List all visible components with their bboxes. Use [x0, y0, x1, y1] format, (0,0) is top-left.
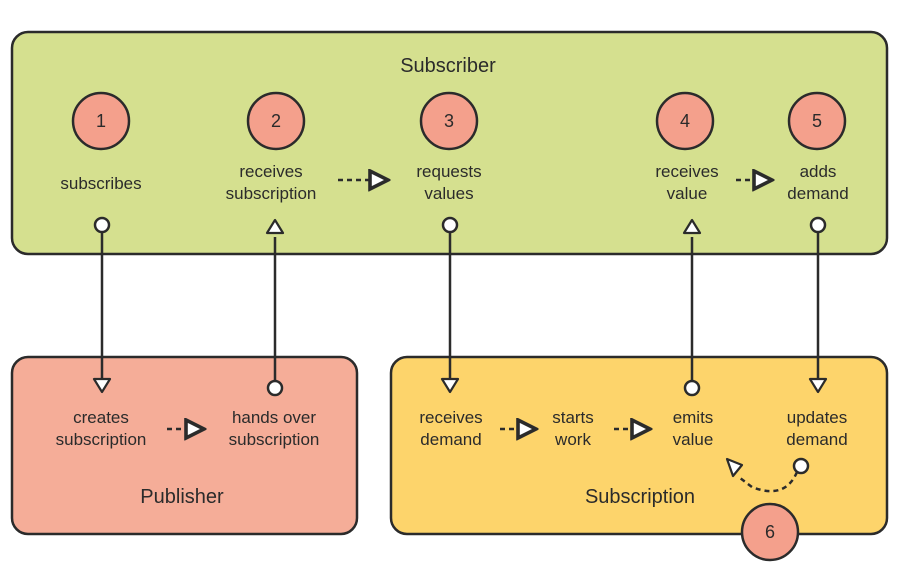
publisher-title: Publisher — [140, 486, 224, 508]
step-1-label: subscribes — [60, 174, 141, 193]
connector-adds-demand-to-subscription — [808, 216, 828, 394]
svg-text:5: 5 — [812, 111, 822, 131]
publisher-item-2-line1: hands over — [232, 408, 316, 427]
subscription-item-2-line2: work — [554, 430, 591, 449]
connector-handsover-to-subscriber — [265, 218, 285, 397]
subscription-item-4-line1: updates — [787, 408, 848, 427]
step-2-label-line1: receives — [239, 162, 302, 181]
publisher-item-1-line1: creates — [73, 408, 129, 427]
subscription-item-2-line1: starts — [552, 408, 594, 427]
svg-text:4: 4 — [680, 111, 690, 131]
publisher-box — [10, 355, 359, 536]
step-5-label-line1: adds — [800, 162, 837, 181]
step-badge-1: 1 — [71, 91, 131, 151]
connector-emits-to-subscriber — [682, 218, 702, 397]
svg-text:1: 1 — [96, 111, 106, 131]
step-4-label-line1: receives — [655, 162, 718, 181]
connector-requests-to-subscription — [440, 216, 460, 394]
step-4-label-line2: value — [667, 184, 708, 203]
step-2-label-line2: subscription — [226, 184, 317, 203]
subscription-title: Subscription — [585, 486, 695, 508]
svg-text:2: 2 — [271, 111, 281, 131]
step-badge-2: 2 — [246, 91, 306, 151]
svg-text:3: 3 — [444, 111, 454, 131]
subscription-item-4-line2: demand — [786, 430, 847, 449]
subscription-item-3-line2: value — [673, 430, 714, 449]
step-badge-6: 6 — [740, 502, 800, 562]
step-5-label-line2: demand — [787, 184, 848, 203]
publisher-item-2-line2: subscription — [229, 430, 320, 449]
step-badge-5: 5 — [787, 91, 847, 151]
subscription-item-1-line2: demand — [420, 430, 481, 449]
svg-text:6: 6 — [765, 522, 775, 542]
step-badge-3: 3 — [419, 91, 479, 151]
publisher-item-1-line2: subscription — [56, 430, 147, 449]
subscription-box — [389, 355, 889, 536]
connector-subscribes-to-publisher — [92, 216, 112, 394]
step-3-label-line2: values — [424, 184, 473, 203]
step-badge-4: 4 — [655, 91, 715, 151]
loop-arrow-updates-to-emits — [725, 457, 810, 493]
step-3-label-line1: requests — [416, 162, 481, 181]
subscriber-title: Subscriber — [400, 55, 496, 77]
subscription-item-1-line1: receives — [419, 408, 482, 427]
subscription-item-3-line1: emits — [673, 408, 714, 427]
